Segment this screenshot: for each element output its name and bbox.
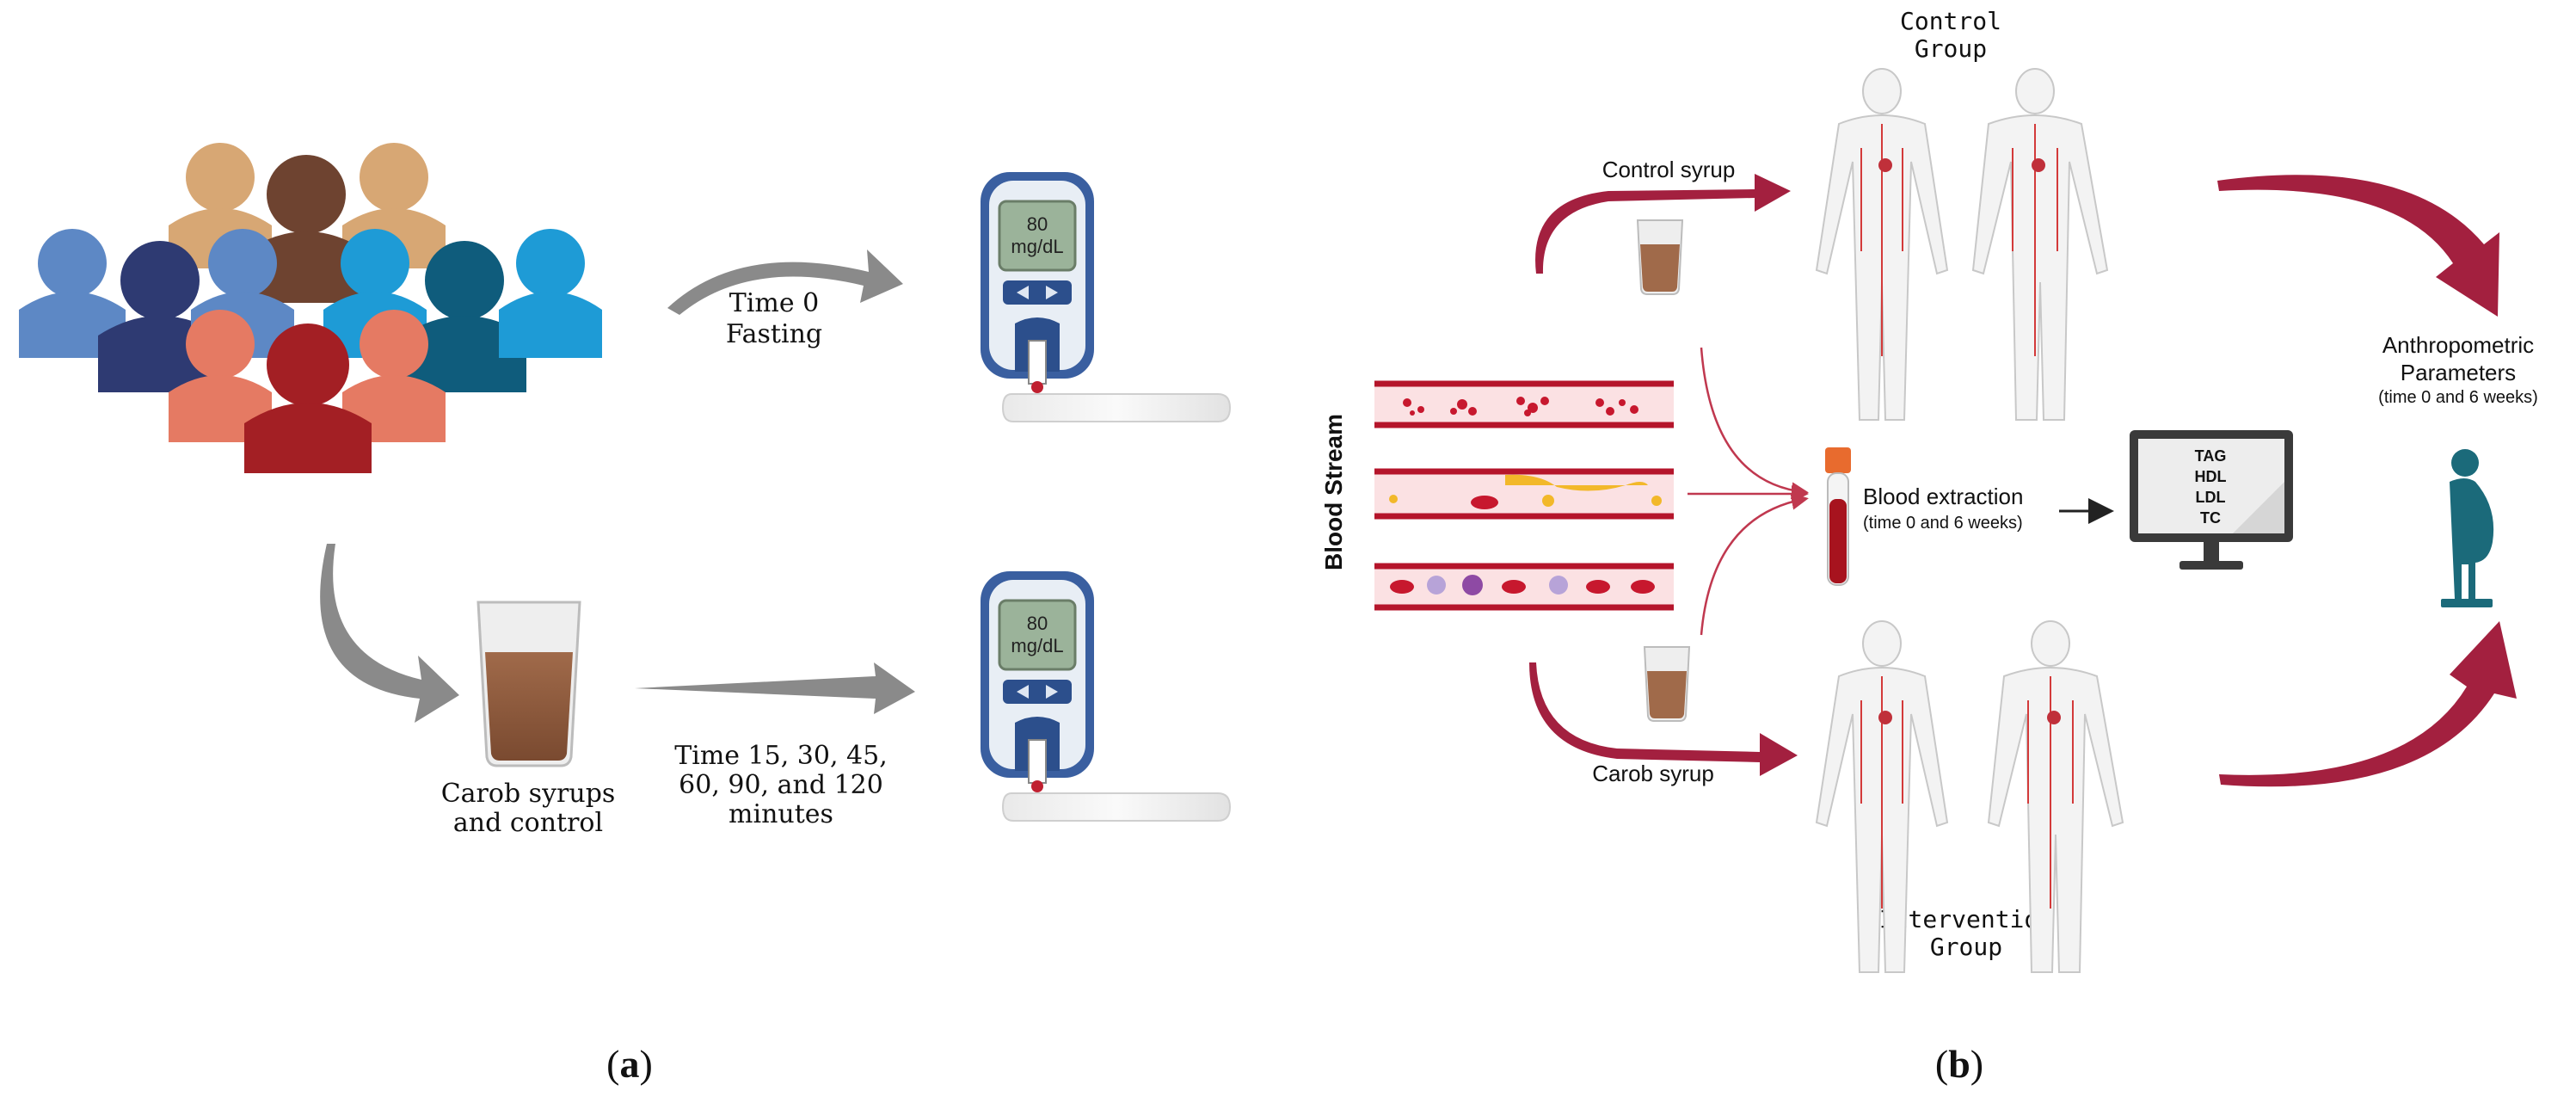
arrow-to-anthropometric-top [2217,175,2499,317]
meter-bottom-value: 80 [1027,613,1048,634]
monitor-line-tag: TAG [2195,447,2227,465]
step2-line3: minutes [729,799,833,829]
panel-b-label: (b) [1935,1042,1983,1086]
people-group-icon [19,143,602,473]
drink-line1: Carob syrups [441,779,616,809]
step2-line2: 60, 90, and 120 [679,770,883,800]
meter-bottom-unit: mg/dL [1011,635,1063,656]
blood-tube-icon [1825,447,1851,586]
human-body-icon [1987,620,2124,973]
intervention-group-line2: Group [1930,933,2002,961]
anthropometric-line2: Parameters [2401,360,2516,385]
syrup-glass-icon [1636,219,1684,295]
person-on-scale-icon [2441,449,2494,607]
monitor-line-ldl: LDL [2196,489,2226,506]
arrow-to-anthropometric-bottom [2219,621,2517,787]
blood-vessel-plaque-icon [1374,468,1674,520]
human-body-icon [1815,68,1949,421]
human-body-icon [1815,620,1949,973]
monitor-icon [2130,430,2293,570]
syrup-glass-icon [476,601,581,767]
arrow-control-syrup [1535,174,1791,274]
glucometer-icon [981,571,1232,822]
anthropometric-line1: Anthropometric [2382,332,2534,358]
panel-b: Control Group Intervention Group [1320,7,2538,1086]
monitor-line-tc: TC [2200,509,2221,527]
step2-line1: Time 15, 30, 45, [674,741,888,771]
control-syrup-label: Control syrup [1602,157,1736,182]
step1-line1: Time 0 [729,288,819,318]
blood-stream-label: Blood Stream [1320,414,1347,570]
blood-extraction-line1: Blood extraction [1863,484,2023,509]
glucometer-icon [981,172,1232,422]
step1-line2: Fasting [726,319,822,349]
anthropometric-line3: (time 0 and 6 weeks) [2378,388,2538,407]
panel-a-letter: a [620,1042,640,1086]
blood-vessel-icon [1374,380,1674,428]
blood-extraction-line2: (time 0 and 6 weeks) [1863,514,2023,533]
carob-syrup-label: Carob syrup [1592,761,1714,786]
control-group-line1: Control [1900,7,2001,35]
syrup-glass-icon [1643,646,1691,722]
arrow-to-drink [320,544,459,723]
human-body-icon [1971,68,2109,421]
panel-b-letter: b [1948,1042,1970,1086]
drink-line2: and control [453,808,603,838]
control-group-line2: Group [1915,34,1987,63]
arrow-to-fasting [667,250,903,315]
arrow-carob-syrup [1529,662,1798,776]
converging-arrows [1688,347,1809,636]
meter-top-unit: mg/dL [1011,236,1063,257]
intervention-group-line1: Intervention [1879,905,2053,933]
arrow-to-timepoints [635,662,915,714]
monitor-line-hdl: HDL [2195,468,2227,485]
meter-top-value: 80 [1027,213,1048,235]
panel-a-label: (a) [606,1042,653,1086]
blood-vessel-cells-icon [1374,563,1674,611]
panel-a: Time 0 Fasting 80 mg/dL Carob syrups and… [19,143,1232,1086]
